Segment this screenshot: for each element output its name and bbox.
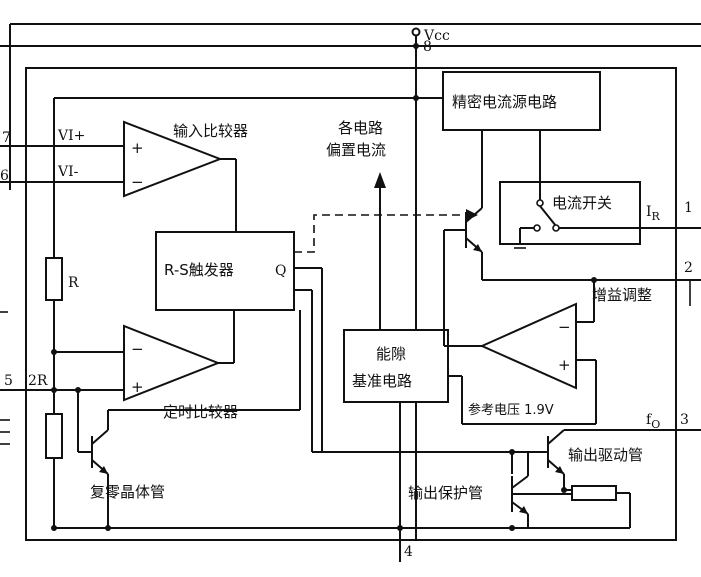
vcc-label: Vcc (423, 28, 450, 44)
resistor-r-label: R (68, 275, 79, 291)
svg-text:+: + (558, 356, 571, 374)
vi-plus-label: VI+ (57, 128, 85, 144)
gain-adjust-label: 增益调整 (592, 286, 652, 304)
resistor-2r (45, 413, 63, 459)
timing-comparator (123, 324, 221, 402)
bias-current-label-2: 偏置电流 (326, 141, 386, 159)
emitter-resistor (571, 485, 617, 501)
vcc-terminal (411, 27, 421, 37)
input-comparator (123, 120, 223, 198)
reset-transistor-label: 复零晶体管 (90, 483, 165, 501)
bias-arrow (374, 172, 386, 188)
bandgap-box (343, 329, 449, 403)
gain-amplifier (479, 302, 577, 390)
ref-voltage-label: 参考电压 1.9V (468, 402, 554, 418)
bandgap-label-1: 能隙 (376, 345, 406, 363)
pin-7: 7 (2, 130, 11, 146)
rs-flipflop-label: R-S触发器 (164, 261, 234, 279)
svg-text:+: + (131, 378, 144, 396)
current-switch-label: 电流开关 (552, 194, 612, 212)
output-driver-label: 输出驱动管 (568, 446, 643, 464)
svg-text:+: + (131, 139, 144, 157)
input-comparator-label: 输入比较器 (173, 122, 248, 140)
pin-1: 1 (684, 200, 693, 216)
bias-current-label-1: 各电路 (338, 119, 383, 137)
vi-minus-label: VI- (57, 164, 79, 180)
ir-label: IR (646, 204, 661, 223)
timing-comparator-label: 定时比较器 (163, 403, 238, 421)
precision-current-source-label: 精密电流源电路 (452, 93, 557, 111)
pin-5: 5 (4, 373, 13, 389)
svg-text:−: − (558, 318, 571, 336)
pin-4: 4 (404, 544, 413, 560)
precision-current-source-box (442, 71, 601, 131)
current-switch-box (499, 181, 641, 245)
fo-label: fO (646, 412, 660, 431)
chip-outline (25, 67, 677, 541)
pin-6: 6 (0, 168, 9, 184)
q-output-label: Q (275, 263, 286, 279)
output-protection-label: 输出保护管 (408, 484, 483, 502)
bandgap-label-2: 基准电路 (352, 372, 412, 390)
svg-text:−: − (131, 340, 144, 358)
svg-text:−: − (131, 173, 144, 191)
two-r-label: 2R (28, 373, 48, 389)
rs-flipflop-box (155, 231, 295, 311)
pin-3: 3 (680, 412, 689, 428)
resistor-r (45, 257, 63, 301)
pin-2: 2 (684, 260, 693, 276)
